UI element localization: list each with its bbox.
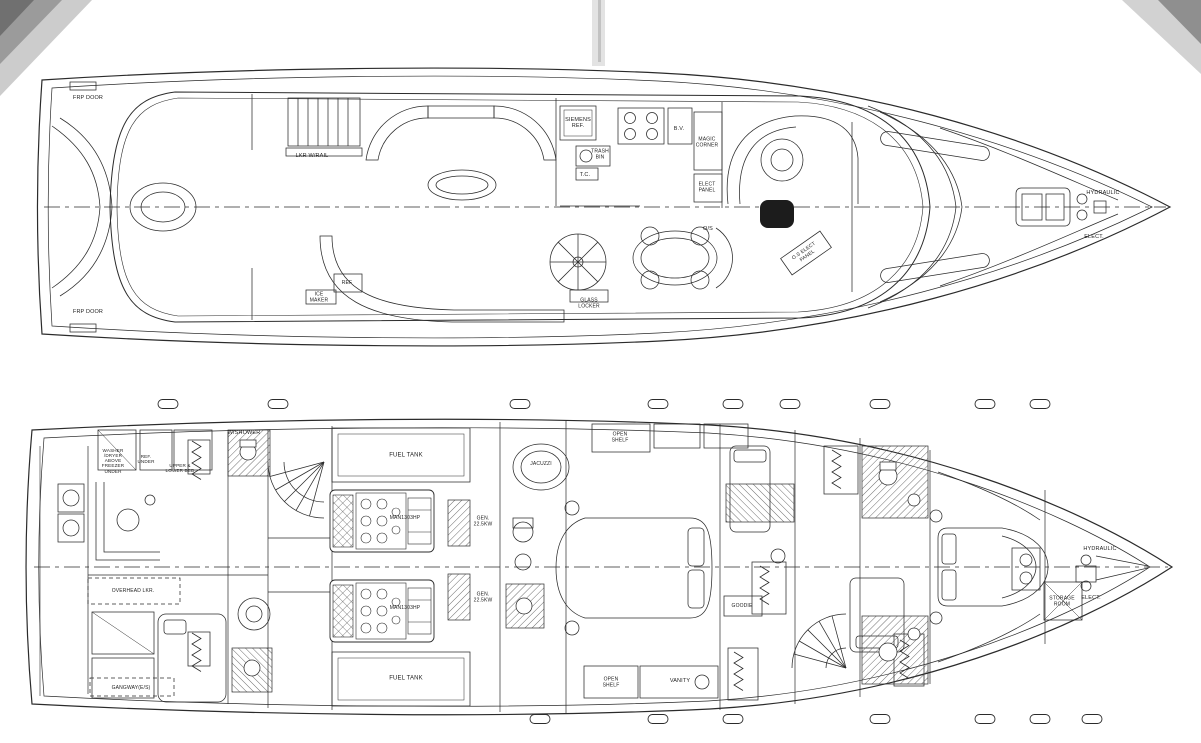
lower-deck-plan (25, 399, 1174, 724)
jacuzzi-tub (512, 443, 570, 491)
fuel-tank-stbd (331, 651, 471, 707)
midship-bath (505, 443, 570, 629)
generator-port (447, 499, 471, 547)
overhead-locker (87, 577, 181, 605)
fuel-tank-port (331, 427, 471, 483)
windshield-and-foredeck (867, 105, 1119, 309)
guest-bed-port (729, 445, 771, 533)
vip-bed (937, 527, 1049, 607)
master-cabinet (725, 483, 795, 523)
open-shelf-fwd (591, 423, 651, 453)
salon-staircase (285, 97, 363, 157)
forward-baths (861, 445, 929, 685)
master-bed (555, 517, 713, 619)
guest-cabins (727, 445, 925, 701)
vanity-cabinet (639, 665, 719, 699)
salon-settees (305, 105, 565, 323)
lower-deck-hull-outline (25, 418, 1174, 716)
engine-room (329, 427, 471, 707)
galley-stove (617, 107, 665, 145)
engine-port (329, 489, 435, 553)
storage-room-box (1043, 581, 1083, 621)
windlass-gear (1011, 547, 1041, 591)
open-shelf-aft (583, 665, 639, 699)
scan-artifacts (0, 0, 1201, 96)
gangway-hatch (89, 677, 175, 697)
generator-stbd (447, 573, 471, 621)
galley (559, 105, 723, 207)
stern-transom-seating (51, 81, 197, 333)
master-stateroom (555, 423, 795, 699)
spiral-staircase (549, 233, 609, 303)
bow-compartment (1011, 547, 1149, 621)
crew-quarters (57, 429, 273, 703)
helm-station (726, 115, 859, 276)
dinette (632, 226, 733, 290)
companionway-stairs-aft (267, 461, 325, 519)
main-deck-hull-outline (36, 67, 1172, 347)
goodie-locker (723, 595, 763, 617)
helm-chair (760, 200, 794, 228)
bow-deck-gear (1015, 187, 1107, 227)
engine-stbd (329, 579, 435, 643)
hull-cleats (157, 399, 1103, 724)
main-deck-plan (36, 67, 1172, 347)
vip-stateroom (929, 471, 1049, 663)
companionway-stairs-fwd (791, 613, 847, 669)
